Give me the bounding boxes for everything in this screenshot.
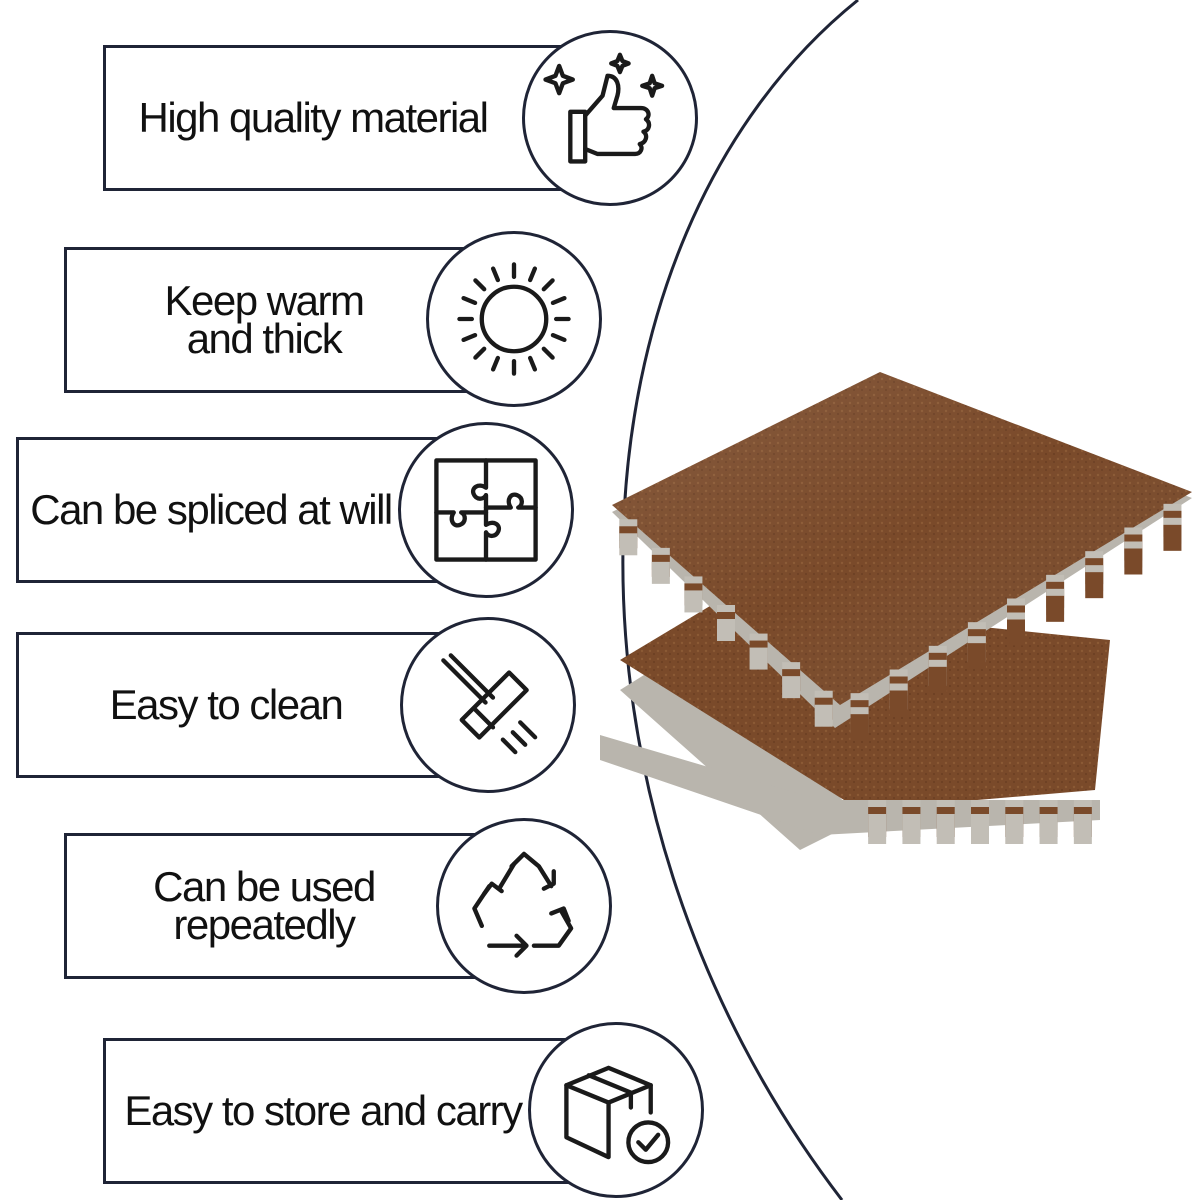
feature-label: Keep warm and thick	[164, 277, 365, 362]
mat-tooth	[1085, 572, 1104, 599]
feature-label: Easy to clean	[109, 681, 344, 728]
feature-icon-circle	[522, 30, 698, 206]
sun-icon	[457, 262, 571, 376]
mat-tooth	[684, 590, 703, 613]
mat-tooth	[1124, 548, 1143, 575]
feature-box-keep-warm: Keep warm and thick	[64, 247, 484, 393]
feature-icon-circle	[426, 231, 602, 407]
mat-tooth	[1039, 814, 1058, 844]
mat-tooth	[902, 814, 921, 844]
mat-tooth	[936, 814, 955, 844]
mat-tooth	[651, 561, 670, 584]
mat-tooth	[717, 619, 735, 641]
feature-label: Can be used repeatedly	[153, 863, 376, 948]
mat-tooth	[1046, 595, 1065, 622]
feature-box-store-carry: Easy to store and carry	[103, 1038, 573, 1184]
feature-icon-circle	[398, 422, 574, 598]
mat-tooth	[967, 643, 986, 670]
mat-tooth	[782, 676, 801, 699]
mat-tooth	[1007, 619, 1025, 646]
mat-tooth	[850, 714, 869, 741]
mat-tooth	[1005, 814, 1024, 844]
box-check-icon	[564, 1065, 671, 1165]
recycle-icon	[472, 851, 574, 958]
mat-tooth	[868, 814, 887, 844]
mat-tooth	[814, 704, 833, 727]
mat-tooth	[749, 647, 768, 670]
feature-label: Can be spliced at will	[30, 486, 393, 533]
feature-icon-circle	[436, 818, 612, 994]
thumbs-up-sparkle-icon	[543, 52, 665, 164]
mat-tile-front	[612, 372, 1192, 741]
mat-tooth	[1073, 814, 1092, 844]
feature-box-high-quality: High quality material	[103, 45, 573, 191]
feature-label: Easy to store and carry	[124, 1087, 523, 1134]
mat-tooth	[971, 814, 989, 844]
feature-box-easy-clean: Easy to clean	[16, 632, 446, 778]
puzzle-icon	[434, 458, 538, 562]
feature-label: High quality material	[138, 94, 489, 141]
mat-tooth	[1163, 524, 1182, 551]
feature-icon-circle	[528, 1022, 704, 1198]
mat-tooth	[889, 690, 908, 717]
mat-tooth	[928, 666, 947, 693]
feature-box-spliced: Can be spliced at will	[16, 437, 446, 583]
feature-icon-circle	[400, 617, 576, 793]
mat-tooth	[619, 533, 638, 556]
mop-icon	[441, 653, 538, 755]
